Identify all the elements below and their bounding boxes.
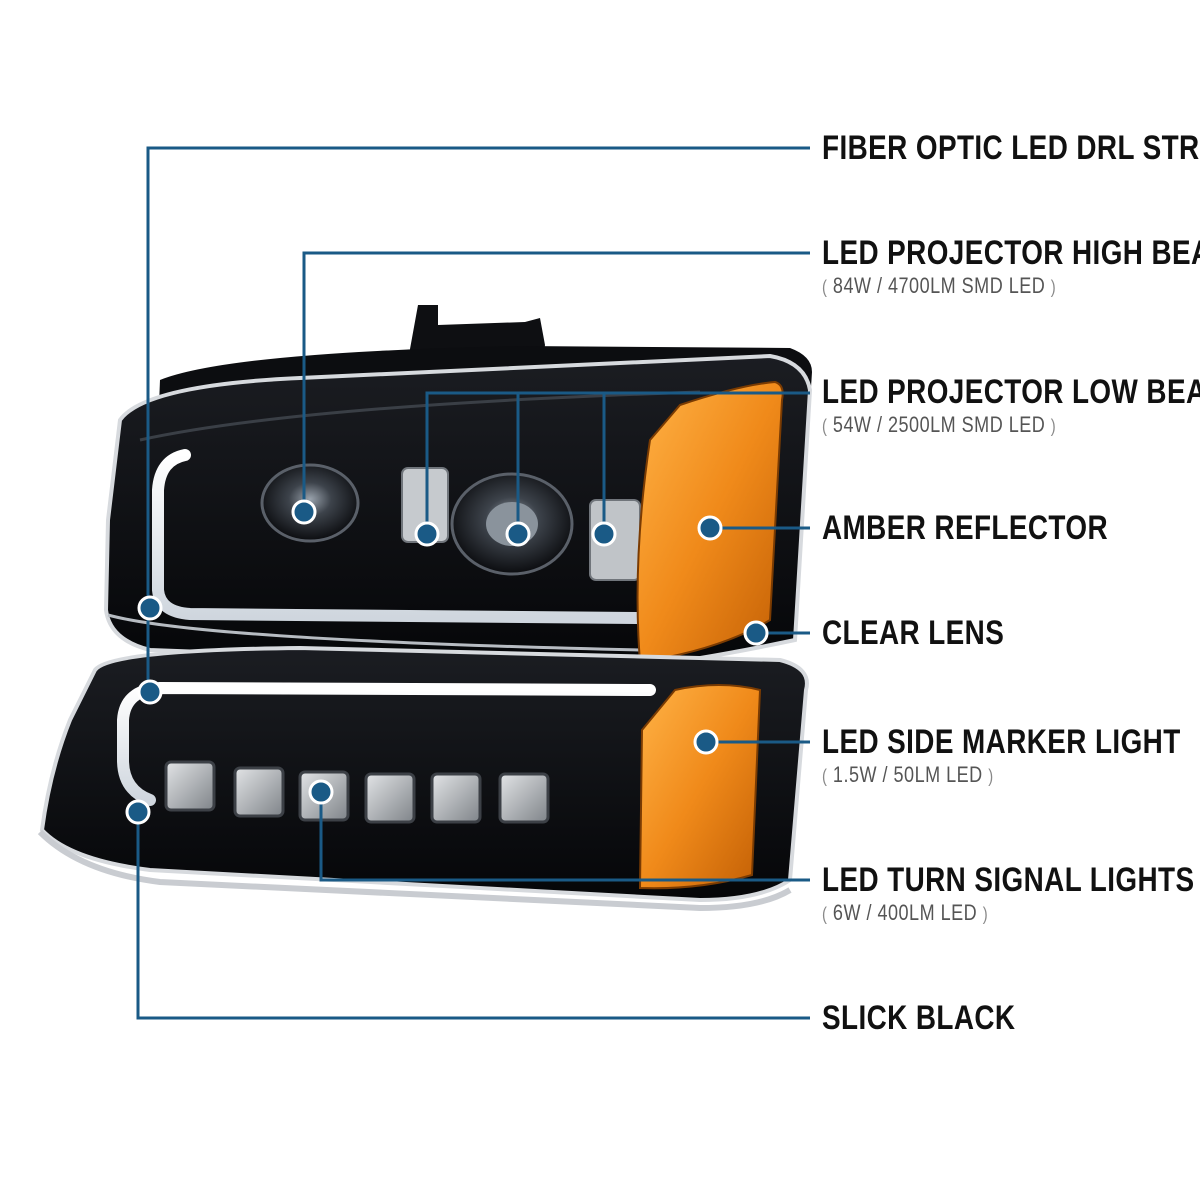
callout-spec-text: 1.5W / 50LM LED bbox=[832, 762, 983, 787]
callout-title: FIBER OPTIC LED DRL STRIPS bbox=[822, 129, 1200, 167]
turn-signal-led-cell bbox=[364, 772, 416, 824]
dot-amber-reflector bbox=[697, 515, 723, 541]
leader-slick-black bbox=[136, 812, 810, 1020]
callout-lines bbox=[136, 146, 810, 1020]
callout-turn-signal: LED TURN SIGNAL LIGHTS ( 6W / 400LM LED … bbox=[822, 862, 1194, 927]
turn-signal-led-cell bbox=[430, 772, 482, 824]
turn-signal-led-cell bbox=[498, 772, 550, 824]
callout-title: SLICK BLACK bbox=[822, 999, 1016, 1037]
bumper-housing bbox=[39, 645, 809, 903]
callout-fiber-optic-drl: FIBER OPTIC LED DRL STRIPS bbox=[822, 130, 1200, 166]
dot-high-beam bbox=[291, 499, 317, 525]
dot-slick-black bbox=[125, 799, 151, 825]
dot-low-beam-1 bbox=[414, 521, 440, 547]
callout-dots bbox=[125, 499, 769, 825]
headlight-upper bbox=[103, 305, 813, 671]
lower-drl-glow bbox=[159, 686, 651, 692]
turn-signal-led-bank bbox=[164, 760, 550, 824]
callout-spec: ( 54W / 2500LM SMD LED ) bbox=[822, 412, 1057, 437]
callout-spec-text: 6W / 400LM LED bbox=[832, 900, 978, 925]
upper-lens-edge bbox=[107, 613, 641, 652]
callout-title: LED TURN SIGNAL LIGHTS bbox=[822, 861, 1195, 899]
callout-low-beam: LED PROJECTOR LOW BEAM ( 54W / 2500LM SM… bbox=[822, 374, 1200, 439]
dot-fiber-optic-upper bbox=[137, 595, 163, 621]
callout-title: LED PROJECTOR LOW BEAM bbox=[822, 373, 1200, 411]
dot-turn-signal bbox=[308, 779, 334, 805]
callout-title: AMBER REFLECTOR bbox=[822, 509, 1108, 547]
callout-high-beam: LED PROJECTOR HIGH BEAM ( 84W / 4700LM S… bbox=[822, 235, 1200, 300]
callout-side-marker: LED SIDE MARKER LIGHT ( 1.5W / 50LM LED … bbox=[822, 724, 1181, 789]
upper-drl-strip bbox=[152, 449, 646, 624]
leader-turn-signal bbox=[319, 792, 810, 882]
leader-low-beam bbox=[425, 391, 810, 532]
side-marker-amber bbox=[638, 684, 762, 890]
dot-low-beam-2 bbox=[505, 521, 531, 547]
callout-spec: ( 1.5W / 50LM LED ) bbox=[822, 762, 994, 787]
dot-fiber-optic-lower bbox=[137, 679, 163, 705]
dot-side-marker bbox=[693, 729, 719, 755]
upper-lens-shine bbox=[139, 390, 701, 442]
bumper-chrome-trim bbox=[37, 829, 792, 912]
leader-fiber-optic bbox=[146, 146, 810, 608]
callout-spec: ( 6W / 400LM LED ) bbox=[822, 900, 989, 925]
callout-clear-lens: CLEAR LENS bbox=[822, 615, 1004, 651]
callout-spec: ( 84W / 4700LM SMD LED ) bbox=[822, 273, 1057, 298]
callout-slick-black: SLICK BLACK bbox=[822, 1000, 1015, 1036]
callout-spec-text: 84W / 4700LM SMD LED bbox=[832, 273, 1046, 298]
dot-low-beam-3 bbox=[591, 521, 617, 547]
callout-title: LED SIDE MARKER LIGHT bbox=[822, 723, 1181, 761]
callout-amber-reflector: AMBER REFLECTOR bbox=[822, 510, 1108, 546]
leader-high-beam bbox=[302, 251, 810, 512]
callout-title: LED PROJECTOR HIGH BEAM bbox=[822, 234, 1200, 272]
dot-clear-lens bbox=[743, 620, 769, 646]
turn-signal-led-cell bbox=[233, 766, 285, 818]
callout-title: CLEAR LENS bbox=[822, 614, 1005, 652]
turn-signal-led-cell bbox=[164, 760, 216, 812]
callout-spec-text: 54W / 2500LM SMD LED bbox=[832, 412, 1046, 437]
